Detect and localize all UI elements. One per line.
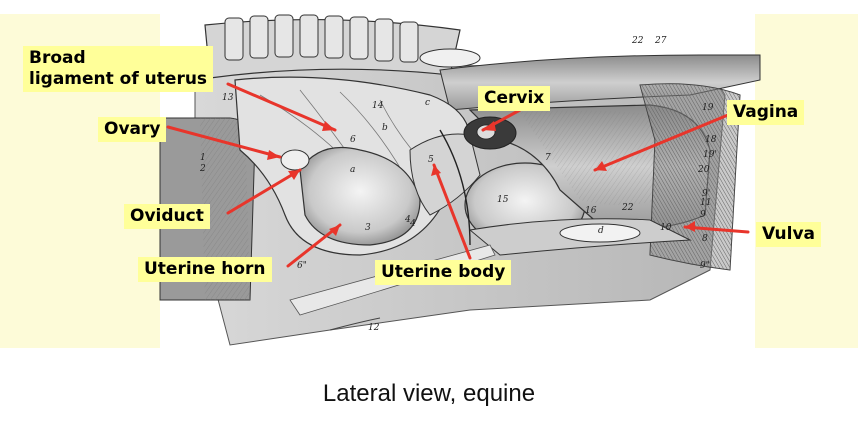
arrow-uterine-horn xyxy=(286,223,342,268)
figure-number: 9' xyxy=(702,189,710,199)
figure-number: c xyxy=(425,98,430,108)
figure-number: 18 xyxy=(705,135,717,145)
figure-number: 13 xyxy=(222,93,234,103)
right-panel xyxy=(755,14,858,348)
label-ovary: Ovary xyxy=(98,117,167,142)
figure-number: 14 xyxy=(372,101,384,111)
figure-number: 27 xyxy=(654,36,667,46)
figure-numbers: 22 27 13 14 6 4 5 7 15 16 22 10 d 3 4 12 6" 12 19 18 19' 20 9'… xyxy=(199,36,717,333)
arrow-broad-ligament xyxy=(226,82,337,132)
figure-number: a xyxy=(350,165,355,175)
figure-number: 6 xyxy=(350,135,356,145)
figure-number: 5 xyxy=(428,155,434,165)
figure-number: 16 xyxy=(585,206,597,216)
figure-number: 4 xyxy=(404,215,411,225)
figure-number: 9" xyxy=(700,261,710,271)
figure-number: 1 xyxy=(200,153,206,163)
figure-number: 9 xyxy=(700,210,706,220)
figure-number: d xyxy=(598,226,604,236)
figure-number: 7 xyxy=(545,153,551,163)
arrow-ovary xyxy=(166,125,282,159)
label-uterine-body: Uterine body xyxy=(375,260,512,285)
label-vulva: Vulva xyxy=(756,222,822,247)
uterine-body-shape xyxy=(409,133,481,216)
arrow-oviduct xyxy=(226,168,302,215)
pointer-arrows xyxy=(166,82,750,268)
figure-number: 3 xyxy=(365,223,371,233)
figure-number: 20 xyxy=(697,165,710,175)
pointer-arrowheads xyxy=(267,121,695,236)
figure-number: 11 xyxy=(700,198,711,208)
figure-number: 15 xyxy=(497,195,509,205)
figure-number: 19 xyxy=(702,103,714,113)
figure-number: 2 xyxy=(199,164,206,174)
label-vagina: Vagina xyxy=(727,100,805,125)
label-oviduct: Oviduct xyxy=(124,204,210,229)
figure-number: b xyxy=(382,123,388,133)
figure-number: 12 xyxy=(368,323,380,333)
arrow-vagina xyxy=(593,113,730,172)
figure-number: 10 xyxy=(660,223,672,233)
label-cervix: Cervix xyxy=(478,86,551,111)
vertebrae xyxy=(224,14,419,63)
arrow-vulva xyxy=(683,225,750,234)
arrow-uterine-body xyxy=(432,163,472,260)
figure-number: 19' xyxy=(703,150,717,160)
label-uterine-horn: Uterine horn xyxy=(138,257,272,282)
figure-number: 6" xyxy=(297,261,307,271)
figure-number: 22 xyxy=(631,36,644,46)
figure-number: 22 xyxy=(621,203,634,213)
pubic-bone xyxy=(559,223,641,243)
figure-caption: Lateral view, equine xyxy=(322,380,536,407)
figure-number: 4 xyxy=(409,219,416,229)
sacral-bone xyxy=(419,48,481,68)
vulva-region xyxy=(639,83,741,271)
label-broad-ligament: Broad ligament of uterus xyxy=(23,46,214,92)
figure-number: 8 xyxy=(702,234,708,244)
ovary-shape xyxy=(280,149,310,171)
